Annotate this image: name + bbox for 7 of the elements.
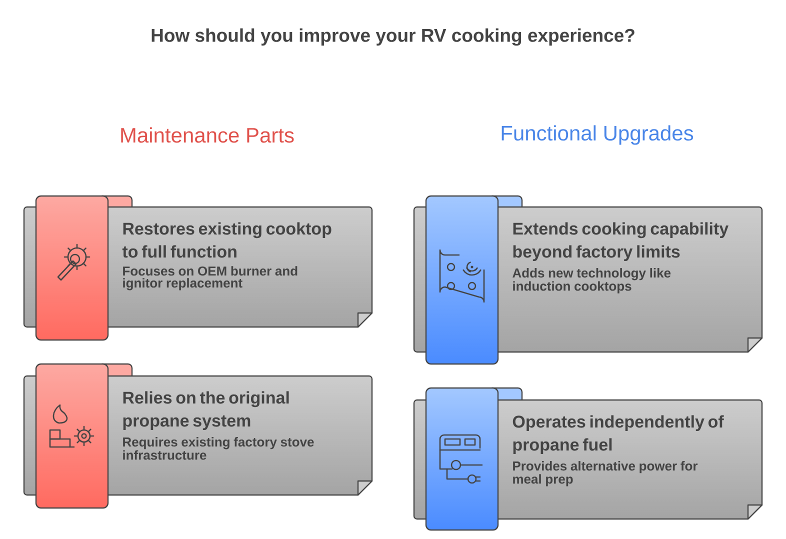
column-heading: Functional Upgrades xyxy=(502,125,694,145)
ribbon-card: Operates independently of propane fuel Provides alternative power for meal prep xyxy=(413,387,763,531)
ribbon-card: Relies on the original propane system Requires existing factory stove infrastructure xyxy=(23,363,373,509)
column-heading: Maintenance Parts xyxy=(121,127,294,143)
ribbon-card: Extends cooking capability beyond factory limits Adds new technology like induction cooktops xyxy=(413,195,763,365)
ribbon-card: Restores existing cooktop to full function Focuses on OEM burner and ignitor replacement xyxy=(23,195,373,341)
title: How should you improve your RV cooking experience? xyxy=(152,28,634,46)
